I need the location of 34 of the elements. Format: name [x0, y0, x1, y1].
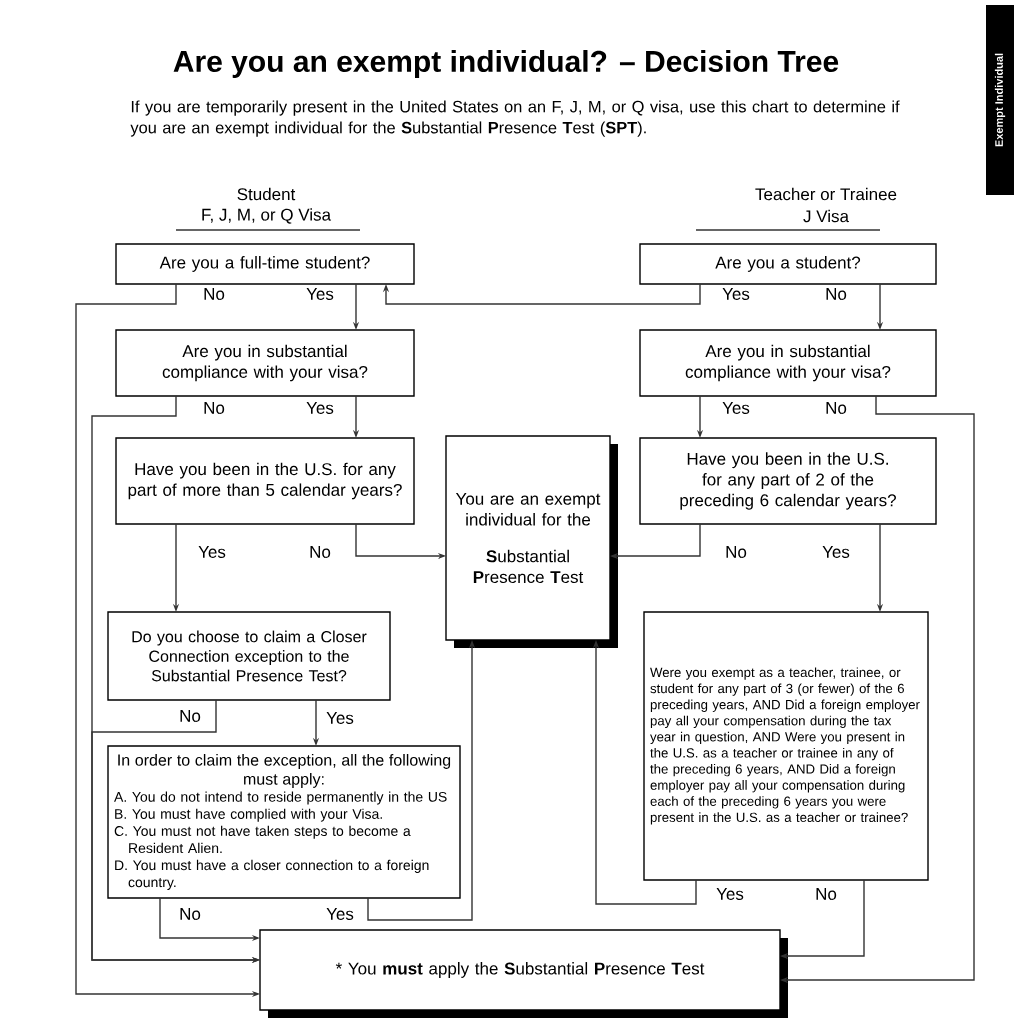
edge-label: No [201, 400, 227, 416]
edge-label: Yes [304, 286, 336, 302]
column-heading: J Visa [803, 209, 849, 223]
edge-label: No [723, 544, 749, 560]
question-box: Are you in substantial compliance with your visa? [639, 329, 937, 397]
edge-label: Yes [304, 400, 336, 416]
edge-label: No [813, 886, 839, 902]
intro-text: If you are temporarily present in the United States on an F, J, M, or Q visa, use this chart to determine if you are an exempt individual for the Substantial Presence Test (SPT). [130, 100, 900, 137]
question-box: Are you a student? [639, 243, 937, 285]
edge-label: Yes [324, 906, 356, 922]
edge-label: No [307, 544, 333, 560]
question-box: Do you choose to claim a Closer Connection exception to the Substantial Presence Test? [107, 611, 391, 701]
edge-label: Yes [324, 710, 356, 726]
question-box: Have you been in the U.S. for any part of more than 5 calendar years? [115, 437, 415, 525]
edge-label: No [177, 906, 203, 922]
edge-label: No [823, 286, 849, 302]
arrow [382, 283, 701, 305]
column-heading: Teacher or Trainee [755, 187, 897, 201]
column-heading: F, J, M, or Q Visa [202, 208, 332, 224]
edge-label: Yes [720, 286, 752, 302]
title: Are you an exempt individual? – Decision Tree [173, 50, 839, 78]
edge-label: Yes [820, 544, 852, 560]
edge-label: No [201, 286, 227, 302]
edge-label: No [177, 708, 203, 724]
edge-label: Yes [714, 886, 746, 902]
result-box: You are an exempt individual for the Substantial Presence Test [445, 435, 618, 648]
result-box: * You must apply the Substantial Presence Test [259, 929, 788, 1018]
edge-label: Yes [720, 400, 752, 416]
edge-label: Yes [196, 544, 228, 560]
question-box: Are you a full-time student? [115, 243, 415, 285]
question-box: Have you been in the U.S. for any part of 2 of the preceding 6 calendar years? [639, 437, 937, 525]
edge-label: No [823, 400, 849, 416]
question-box: Are you in substantial compliance with your visa? [115, 329, 415, 397]
column-heading: Student [237, 187, 296, 201]
